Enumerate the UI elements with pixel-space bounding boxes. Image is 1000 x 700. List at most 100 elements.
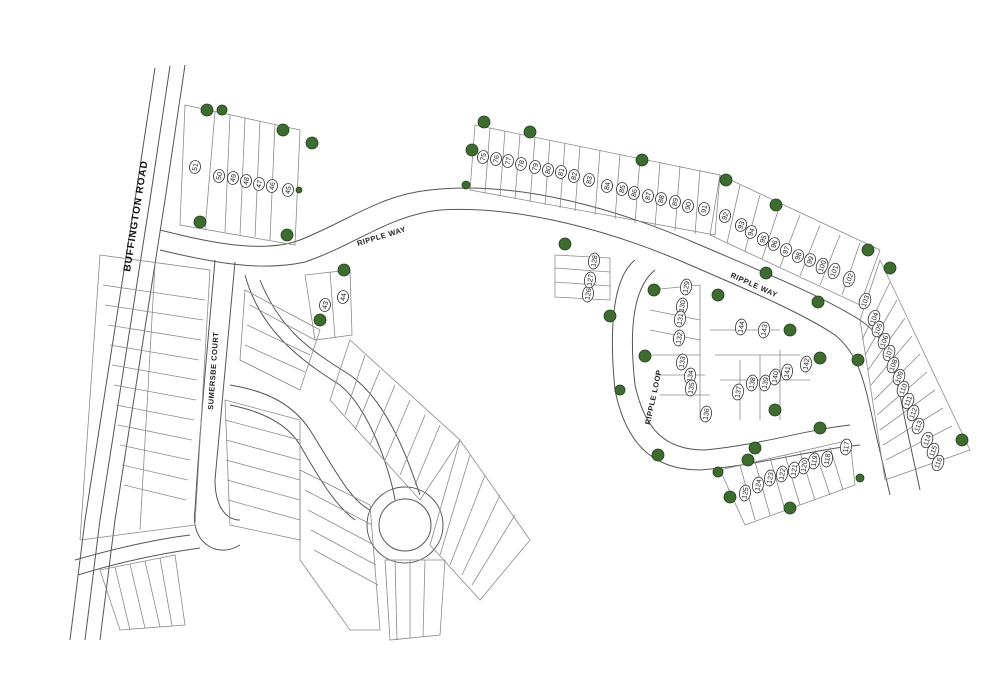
lot-number-text: 99 — [806, 255, 815, 265]
lot-number-marker — [685, 379, 697, 397]
tree — [465, 143, 479, 157]
lot-number-text: 120 — [801, 460, 810, 473]
lot-number-marker — [901, 392, 915, 410]
cul-de-sac-outer — [366, 486, 444, 564]
lot-number-text: 141 — [784, 366, 793, 379]
lot-number-125: 125 — [739, 484, 751, 502]
lot-number-135: 135 — [685, 379, 697, 397]
lot-number-136: 136 — [700, 405, 712, 423]
lot-number-marker — [752, 476, 764, 494]
tree — [783, 501, 797, 515]
lot-number-118: 118 — [821, 450, 833, 468]
lot-number-100: 100 — [815, 257, 829, 275]
lot-number-99: 99 — [803, 253, 817, 267]
lot-number-82: 82 — [568, 169, 580, 183]
lot-number-marker — [583, 173, 595, 187]
lot-number-text: 101 — [830, 265, 841, 278]
lot-number-44: 44 — [337, 290, 349, 304]
lot-number-text: 76 — [493, 155, 501, 164]
tree — [813, 421, 827, 435]
tree — [651, 448, 665, 462]
lot-number-marker — [781, 363, 793, 381]
lot-number-marker — [776, 465, 788, 483]
lot-number-117: 117 — [840, 438, 852, 456]
lot-number-text: 124 — [755, 479, 764, 492]
tree — [711, 288, 725, 302]
lot-number-137: 137 — [732, 383, 744, 401]
lot-number-marker — [769, 368, 781, 386]
lot-number-text: 118 — [824, 453, 833, 465]
east-column-outline — [859, 258, 971, 481]
lot-number-139: 139 — [759, 374, 771, 392]
lot-number-marker — [676, 353, 688, 371]
lot-number-text: 96 — [770, 239, 779, 249]
tree — [635, 153, 649, 167]
lot-number-text: 97 — [782, 245, 791, 255]
lot-number-text: 140 — [772, 371, 781, 384]
lot-number-marker — [759, 374, 771, 392]
tree — [883, 261, 897, 275]
buffington-road-edge-east — [99, 64, 186, 641]
sw-block-dividers — [102, 264, 206, 531]
lot-number-marker — [815, 257, 829, 275]
tree — [855, 473, 865, 483]
court-west-lots — [224, 399, 301, 541]
tree — [558, 237, 572, 251]
lot-number-144: 144 — [735, 318, 747, 336]
ripple-way-north-edge — [159, 187, 921, 491]
buffington-road-edge-west — [69, 67, 156, 641]
lot-number-marker — [758, 321, 770, 339]
tree — [200, 103, 214, 117]
lot-number-text: 48 — [243, 177, 251, 186]
lot-number-122: 122 — [776, 465, 788, 483]
lot-number-text: 113 — [914, 420, 924, 433]
lot-number-marker — [682, 199, 694, 213]
lot-number-marker — [892, 368, 906, 386]
ripple-way-south-edge — [159, 208, 891, 496]
lot-number-81: 81 — [555, 165, 567, 179]
lot-number-text: 122 — [779, 468, 788, 481]
lot-number-97: 97 — [779, 243, 793, 257]
lot-number-text: 132 — [676, 332, 685, 345]
sumersbe-court-edge-west — [193, 259, 241, 551]
lot-number-marker — [926, 442, 940, 460]
tree — [741, 453, 755, 467]
tree — [305, 136, 319, 150]
lot-number-text: 109 — [895, 371, 906, 384]
south-loop-outline — [719, 439, 856, 526]
lot-number-text: 81 — [558, 168, 566, 177]
sw-road-edge — [74, 534, 191, 561]
ne-row-dividers — [726, 184, 861, 296]
lot-number-text: 92 — [721, 211, 730, 221]
cul-de-sac-inner — [378, 498, 432, 552]
lot-number-marker — [319, 298, 331, 312]
lot-number-text: 86 — [631, 189, 639, 198]
sumersbe-court-edge-east — [214, 261, 241, 521]
tree — [748, 441, 762, 455]
lot-number-106: 106 — [877, 332, 890, 350]
lot-number-marker — [886, 356, 900, 374]
lot-number-141: 141 — [781, 363, 793, 381]
lot-number-marker — [827, 262, 841, 280]
lot-number-text: 75 — [480, 153, 488, 162]
tree — [603, 309, 617, 323]
lot-number-text: 100 — [818, 260, 829, 273]
lot-number-text: 46 — [269, 182, 277, 191]
tree — [768, 403, 782, 417]
lot-number-94: 94 — [744, 225, 758, 239]
lot-number-112: 112 — [906, 404, 920, 422]
lot-number-116: 116 — [931, 454, 945, 472]
lot-number-127: 127 — [584, 271, 596, 289]
lot-number-text: 94 — [747, 227, 756, 237]
buffington-road-label: BUFFINGTON ROAD — [122, 160, 150, 273]
lot-number-131: 131 — [674, 310, 686, 328]
lot-number-87: 87 — [642, 189, 654, 203]
lot-number-138: 138 — [746, 374, 758, 392]
lot-number-marker — [628, 186, 640, 200]
lot-number-marker — [791, 249, 805, 263]
lot-number-text: 82 — [571, 172, 579, 181]
lot-number-marker — [739, 484, 751, 502]
lot-number-text: 103 — [861, 295, 872, 308]
